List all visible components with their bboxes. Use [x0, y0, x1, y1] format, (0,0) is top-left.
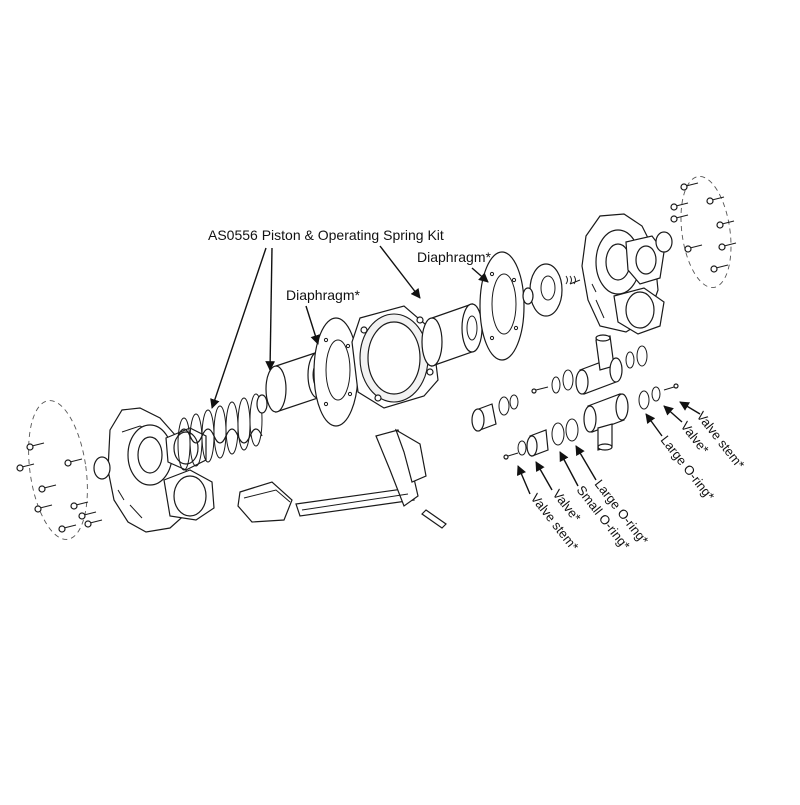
centre-housing	[351, 305, 439, 409]
leader-diaphragm-left	[305, 305, 321, 345]
pivot-pin	[421, 509, 447, 529]
leader-valve-stem-left	[516, 465, 531, 495]
leader-piston-kit-right	[379, 245, 421, 299]
lever-arm	[295, 428, 427, 517]
right-diaphragm	[479, 251, 525, 361]
right-piston	[421, 303, 483, 367]
leader-piston-kit-piston	[265, 247, 276, 371]
left-valve-set	[471, 394, 579, 460]
right-housing	[565, 213, 673, 335]
right-screw-group	[670, 175, 737, 289]
leader-large-oring-right	[645, 413, 663, 437]
right-valve-set	[638, 383, 679, 410]
leader-piston-kit-spring	[210, 247, 267, 409]
label-diaphragm-left: Diaphragm*	[286, 287, 360, 303]
lower-tee-fitting	[583, 393, 629, 451]
upper-tee-fitting	[575, 334, 623, 395]
leader-large-oring-left	[575, 445, 597, 481]
leader-valve-stem-right	[679, 401, 701, 415]
leader-valve-left	[535, 461, 553, 491]
handle-grip	[237, 481, 293, 523]
left-diaphragm	[313, 317, 359, 427]
leader-lines	[210, 245, 701, 495]
left-screw-group	[16, 400, 103, 540]
leader-diaphragm-right	[471, 267, 489, 283]
label-diaphragm-right: Diaphragm*	[417, 249, 491, 265]
upper-oring-set	[531, 345, 648, 394]
left-housing	[93, 407, 215, 533]
diaphragm-plate	[522, 263, 563, 317]
label-piston-kit: AS0556 Piston & Operating Spring Kit	[208, 227, 444, 243]
operating-spring	[177, 393, 268, 471]
leader-valve-right	[663, 405, 683, 423]
leader-small-oring-left	[559, 451, 579, 487]
